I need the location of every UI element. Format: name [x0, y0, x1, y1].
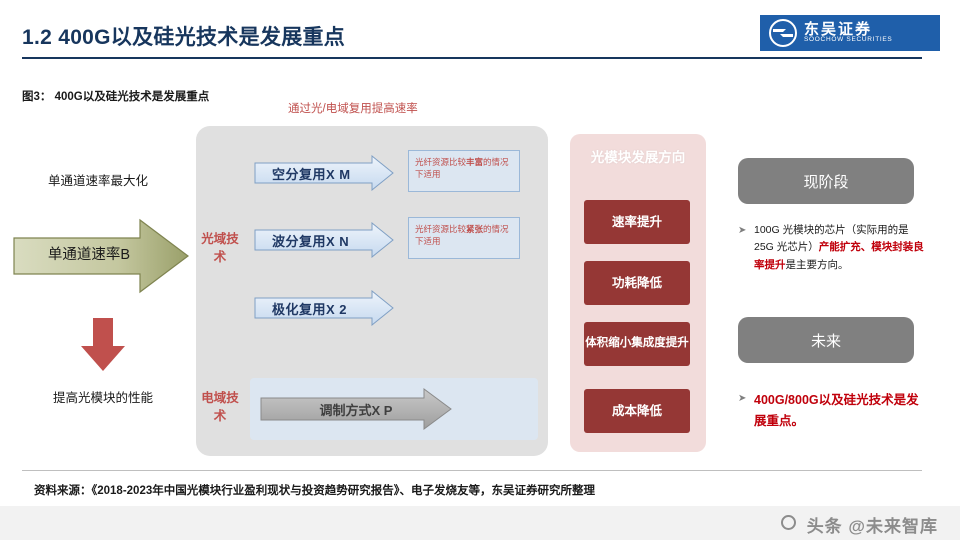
- note-strong-wdm: 紧张: [466, 224, 484, 234]
- tag-optical-domain: 光域技术: [201, 232, 239, 264]
- note-box-wdm: 光纤资源比较紧张的情况下适用: [408, 217, 520, 259]
- speed-arrow-label: 单通道速率B: [47, 247, 131, 263]
- down-arrow-icon: [81, 318, 125, 371]
- header-divider: [22, 57, 922, 59]
- blue-arrow-icon-2: [254, 222, 394, 258]
- bullet-now-seg3: 是主要方向。: [785, 258, 849, 271]
- note-prefix-wdm: 光纤资源比较: [415, 224, 467, 234]
- note-strong-sdm: 丰富: [466, 157, 484, 167]
- bullet-future-text: 400G/800G以及硅光技术是发展重点。: [754, 393, 919, 429]
- bullet-now-seg1: 100G 光模块的芯片（实际用的是 25G 光芯片）: [754, 224, 909, 254]
- watermark-text: 头条 @未来智库: [806, 517, 938, 536]
- brand-logo: 东吴证券 SOOCHOW SECURITIES: [760, 15, 940, 51]
- trend-item-rate: 速率提升: [584, 200, 690, 244]
- left-caption-top: 单通道速率最大化: [47, 174, 148, 188]
- row-label-pdm: 极化复用X 2: [272, 302, 348, 317]
- note-prefix-sdm: 光纤资源比较: [415, 157, 467, 167]
- figure-label: 图3： 400G以及硅光技术是发展重点: [22, 91, 210, 103]
- brand-name-en: SOOCHOW SECURITIES: [804, 36, 893, 44]
- row-label-sdm: 空分复用X M: [272, 167, 351, 182]
- row-label-wdm: 波分复用X N: [272, 234, 350, 249]
- footer-divider: [22, 470, 922, 471]
- bullet-arrow-icon-2: ➤: [738, 393, 747, 404]
- figure-top-note: 通过光/电域复用提高速率: [288, 103, 418, 115]
- stage-future-pill: 未来: [738, 317, 914, 363]
- bullet-arrow-icon-1: ➤: [738, 225, 747, 236]
- brand-name-cn: 东吴证券: [804, 20, 873, 38]
- slide-header: 1.2 400G以及硅光技术是发展重点 东吴证券 SOOCHOW SECURIT…: [0, 0, 960, 62]
- watermark-icon: [781, 515, 796, 530]
- speed-arrow-icon: [13, 218, 189, 294]
- brand-text: 东吴证券 SOOCHOW SECURITIES: [804, 20, 893, 45]
- tag-electric-domain: 电域技术: [201, 391, 239, 423]
- bullet-now: ➤ 100G 光模块的芯片（实际用的是 25G 光芯片）产能扩充、模块封装良率提…: [738, 222, 924, 274]
- trend-item-cost: 成本降低: [584, 389, 690, 433]
- page-title: 1.2 400G以及硅光技术是发展重点: [22, 26, 346, 49]
- bullet-now-seg2: 产能扩充、模块封装良率提升: [754, 241, 924, 271]
- left-caption-bottom: 提高光模块的性能: [52, 391, 153, 405]
- note-suffix-sdm: 的情况下适用: [415, 157, 509, 180]
- trend-item-power: 功耗降低: [584, 261, 690, 305]
- note-box-sdm: 光纤资源比较丰富的情况下适用: [408, 150, 520, 192]
- blue-arrow-icon-1: [254, 155, 394, 191]
- gray-arrow-icon: [260, 388, 452, 430]
- footer-band: [0, 506, 960, 540]
- stage-now-pill: 现阶段: [738, 158, 914, 204]
- brand-mark-icon: [769, 19, 797, 47]
- source-note: 资料来源：《2018-2023年中国光模块行业盈利现状与投资趋势研究报告》、电子…: [34, 485, 595, 497]
- trend-item-size: 体积缩小集成度提升: [584, 322, 690, 366]
- bullet-future: ➤ 400G/800G以及硅光技术是发展重点。: [738, 390, 924, 433]
- note-suffix-wdm: 的情况下适用: [415, 224, 509, 247]
- blue-arrow-icon-3: [254, 290, 394, 326]
- module-trend-title: 光模块发展方向: [590, 150, 686, 165]
- row-label-modulation: 调制方式X P: [319, 403, 393, 418]
